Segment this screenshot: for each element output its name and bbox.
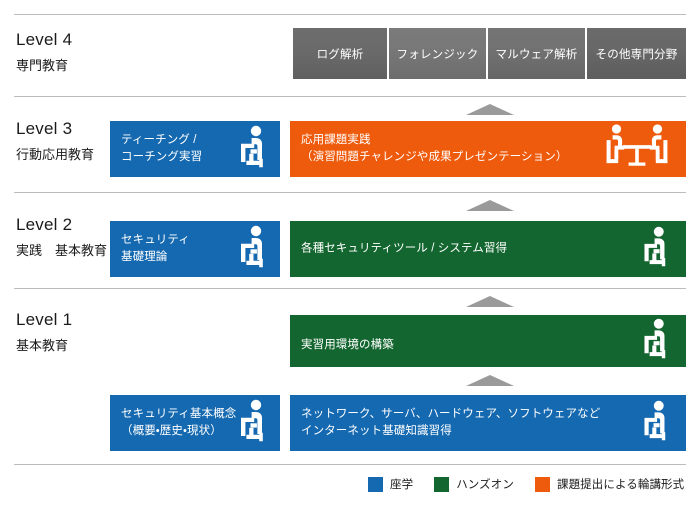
legend-swatch-green-icon (434, 476, 450, 492)
box-forensics[interactable]: フォレンジック (389, 28, 486, 79)
box-security-tools[interactable]: 各種セキュリティツール / システム習得 (290, 221, 686, 277)
person-seated-at-desk-icon (634, 317, 674, 366)
level-label-level1: Level 1 基本教育 (16, 310, 216, 355)
up-arrow-level1-to-level2 (466, 296, 514, 307)
box-security-theory-label: セキュリティ 基礎理論 (121, 234, 190, 263)
divider-level2 (14, 288, 686, 289)
level1-subtitle: 基本教育 (16, 338, 69, 353)
legend-label-seminar: 課題提出による輪講形式 (556, 479, 685, 491)
legend-item-handson: ハンズオン (434, 476, 514, 492)
level4-title: Level 4 (16, 30, 73, 49)
legend-swatch-orange-icon (534, 476, 550, 492)
level3-subtitle: 行動応用教育 (16, 147, 95, 162)
divider-bottom (14, 464, 686, 465)
legend-item-seminar: 課題提出による輪講形式 (534, 476, 685, 492)
level4-subtitle: 専門教育 (16, 58, 69, 73)
box-log-analysis[interactable]: ログ解析 (293, 28, 387, 79)
divider-level4 (14, 96, 686, 97)
box-applied-practice-label: 応用課題実践 （演習問題チャレンジや成果プレゼンテーション） (301, 134, 568, 163)
box-security-basics[interactable]: セキュリティ基本概念 （概要・歴史・現状） (110, 395, 280, 451)
legend-item-lecture: 座学 (368, 476, 413, 492)
box-teaching-coaching-label: ティーチング / コーチング実習 (121, 134, 203, 163)
legend-swatch-blue-icon (368, 476, 383, 492)
person-seated-at-desk-icon (634, 399, 674, 448)
level2-title: Level 2 (16, 215, 73, 234)
box-internet-fundamentals[interactable]: ネットワーク、サーバ、ハードウェア、ソフトウェアなど インターネット基礎知識習得 (290, 395, 686, 451)
two-people-at-table-icon (600, 124, 674, 175)
box-security-theory[interactable]: セキュリティ 基礎理論 (110, 221, 280, 277)
divider-top (14, 14, 686, 15)
legend-label-handson: ハンズオン (456, 479, 514, 491)
legend-label-lecture: 座学 (390, 479, 414, 491)
up-arrow-level2-to-level3 (466, 200, 514, 211)
level1-title: Level 1 (16, 310, 73, 329)
box-teaching-coaching[interactable]: ティーチング / コーチング実習 (110, 121, 280, 177)
up-arrow-foundation-to-level1 (466, 375, 514, 386)
box-lab-environment[interactable]: 実習用環境の構築 (290, 315, 686, 367)
box-malware-analysis[interactable]: マルウェア解析 (488, 28, 585, 79)
up-arrow-level3-to-level4 (466, 104, 514, 115)
divider-level3 (14, 192, 686, 193)
box-applied-practice[interactable]: 応用課題実践 （演習問題チャレンジや成果プレゼンテーション） (290, 121, 686, 177)
level2-subtitle: 実践 基本教育 (16, 243, 108, 258)
box-other-specialties[interactable]: その他専門分野 (587, 28, 686, 79)
box-security-basics-label: セキュリティ基本概念 （概要・歴史・現状） (121, 408, 237, 437)
person-seated-at-desk-icon (634, 225, 674, 274)
level3-title: Level 3 (16, 119, 73, 138)
person-seated-at-desk-icon (230, 399, 272, 448)
level-label-level2: Level 2 実践 基本教育 (16, 215, 216, 260)
person-seated-at-desk-icon (230, 225, 272, 274)
level-label-level4: Level 4 専門教育 (16, 30, 216, 75)
person-seated-at-desk-icon (230, 125, 272, 174)
box-security-tools-label: 各種セキュリティツール / システム習得 (301, 242, 508, 255)
box-internet-fundamentals-label: ネットワーク、サーバ、ハードウェア、ソフトウェアなど インターネット基礎知識習得 (301, 408, 601, 437)
level-label-level3: Level 3 行動応用教育 (16, 119, 216, 164)
box-lab-environment-label: 実習用環境の構築 (301, 339, 394, 351)
legend: 座学 ハンズオン 課題提出による輪講形式 (368, 476, 684, 492)
